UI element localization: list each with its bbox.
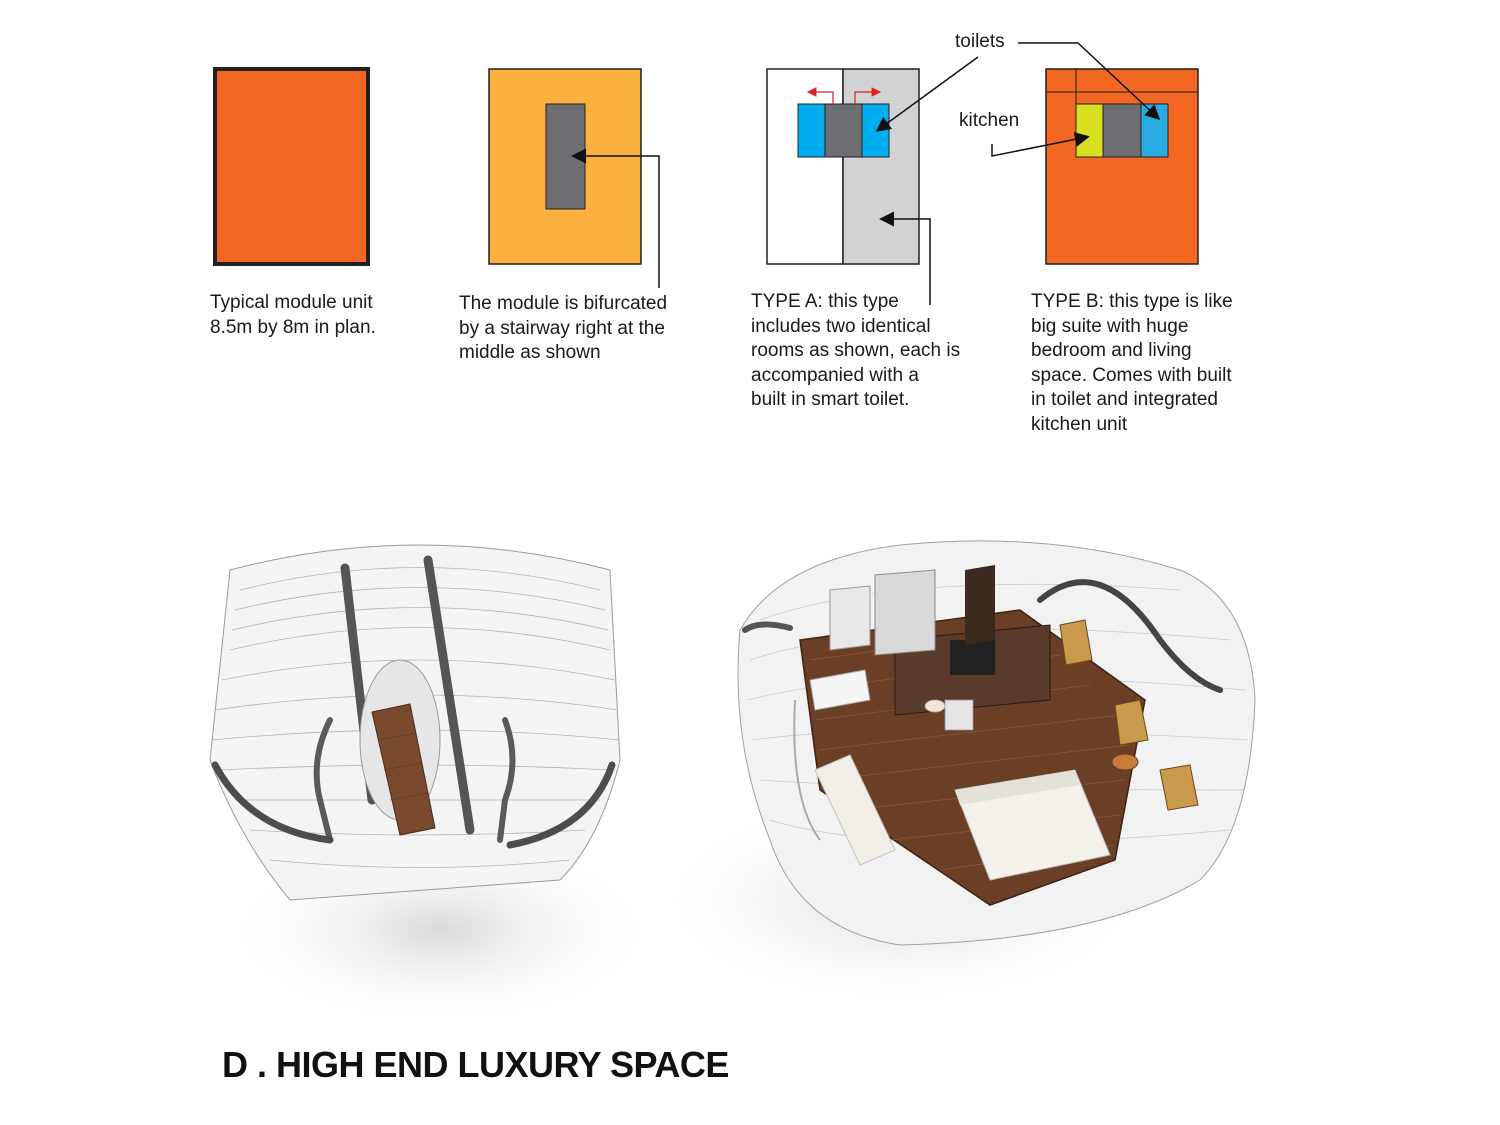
- toilet-arrow-a: [875, 56, 979, 132]
- caption-type-b: TYPE B: this type is like big suite with…: [1031, 291, 1233, 435]
- module-plan-stairway: [488, 68, 660, 288]
- label-toilets: toilets: [955, 31, 1005, 52]
- caption-typical-module: Typical module unit 8.5m by 8m in plan.: [210, 292, 376, 338]
- exterior-rendering: [209, 544, 660, 1030]
- interior-rendering: [650, 540, 1256, 1010]
- red-arrow-left: [806, 87, 834, 104]
- module-plan-type-b: [991, 42, 1199, 265]
- stairway-arrow: [571, 148, 660, 288]
- type-a-room-arrow: [879, 211, 931, 305]
- red-arrow-right: [854, 87, 882, 104]
- module-plan-type-a: [766, 56, 979, 305]
- label-kitchen: kitchen: [959, 110, 1020, 131]
- caption-type-a: TYPE A: this type includes two identical…: [751, 291, 961, 410]
- toilet-arrow-b: [1018, 42, 1161, 121]
- module-plan-typical: [213, 67, 370, 266]
- section-title: D . HIGH END LUXURY SPACE: [222, 1044, 729, 1085]
- kitchen-arrow: [991, 131, 1090, 157]
- caption-stairway-module: The module is bifurcated by a stairway r…: [459, 293, 668, 363]
